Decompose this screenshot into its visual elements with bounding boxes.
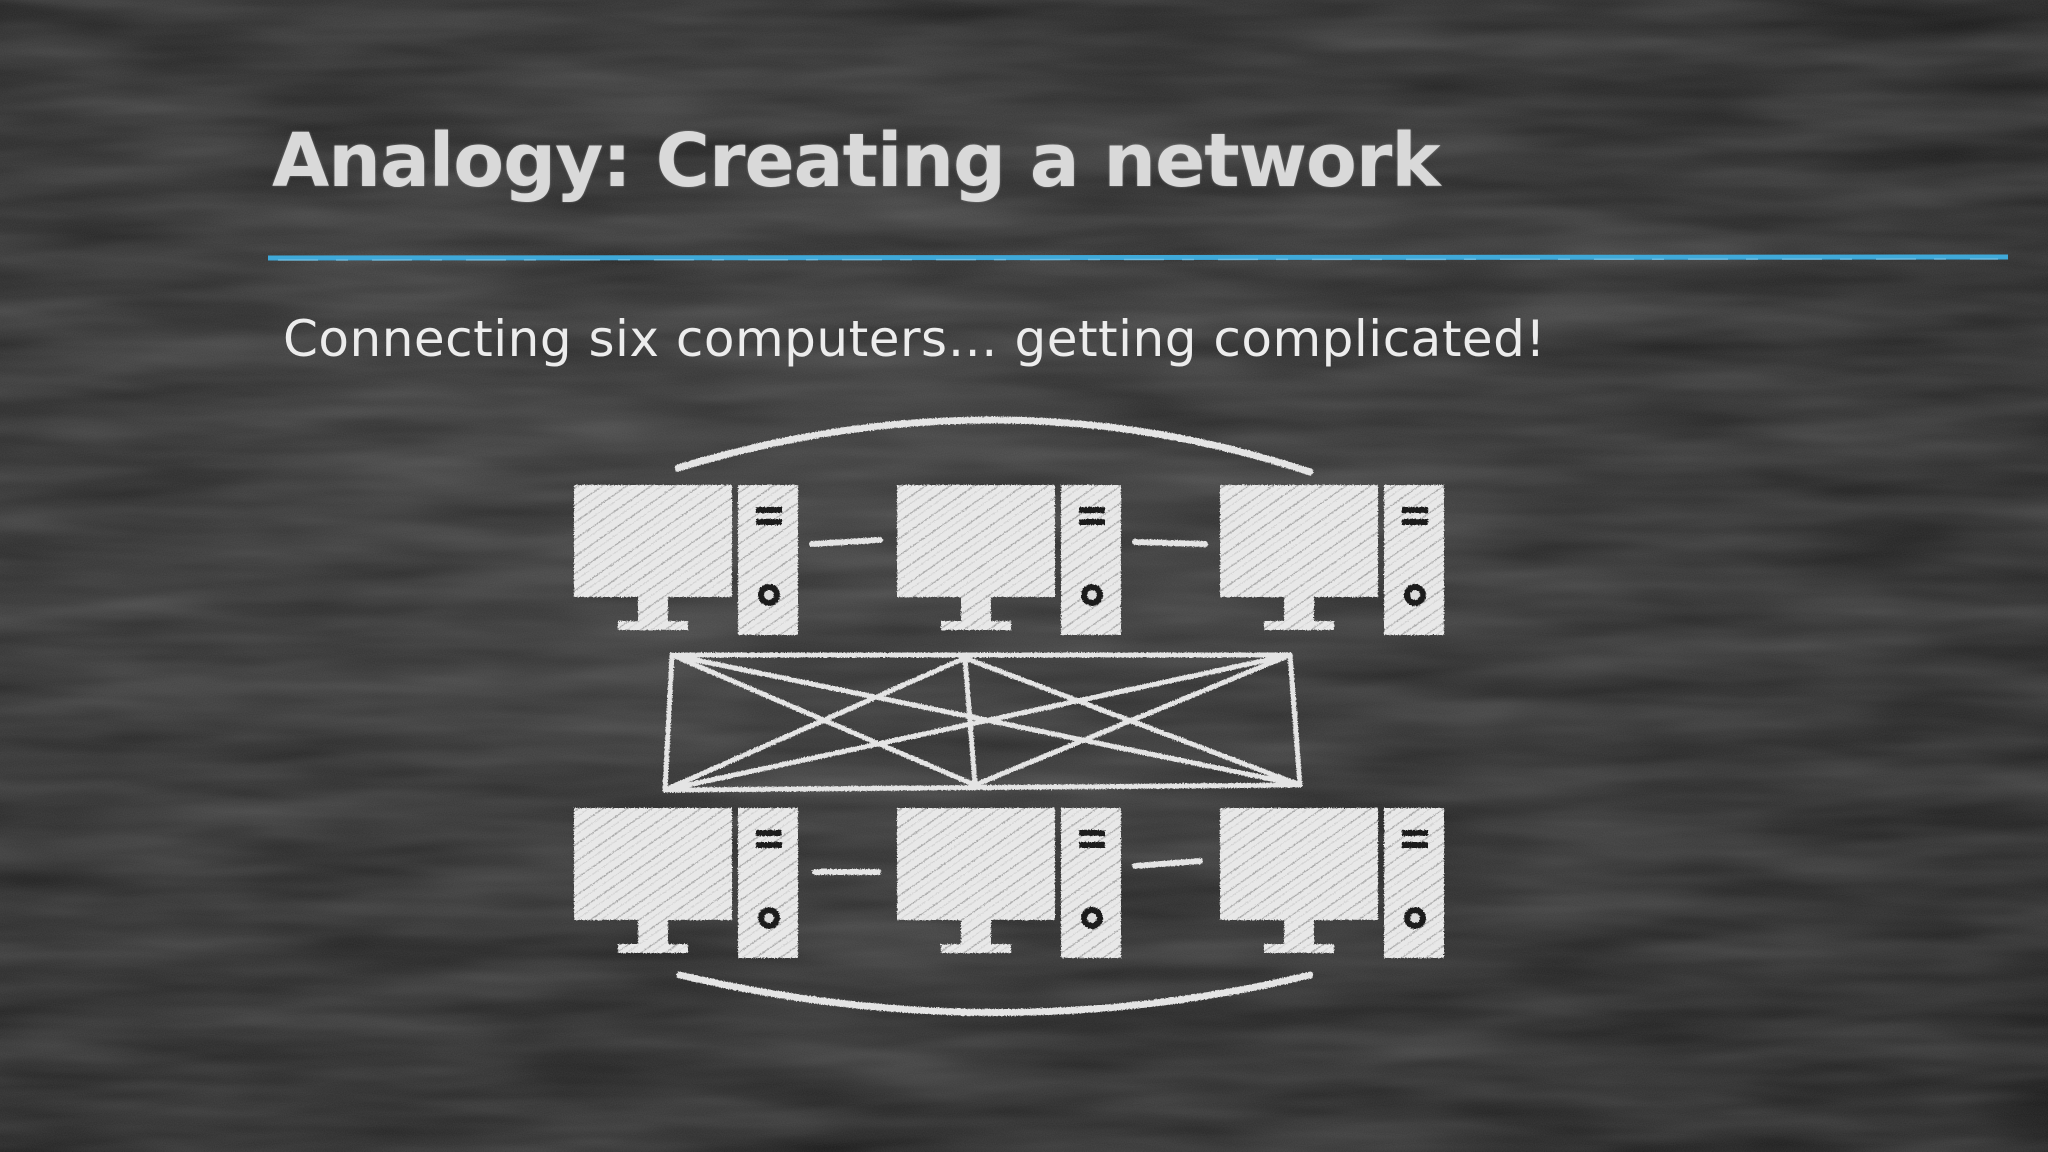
computer-icon-bottom-left [574,808,798,958]
computer-icon-top-right [1220,485,1444,635]
computer-icon-top-middle [897,485,1121,635]
link-top-left-middle [809,537,883,547]
slide-subtitle: Connecting six computers… getting compli… [283,310,1546,368]
slide-title: Analogy: Creating a network [272,118,1441,204]
title-underline [268,254,2008,261]
computer-icon-bottom-right [1220,808,1444,958]
computer-icon-top-left [574,485,798,635]
link-bottom-middle-right [1132,858,1203,869]
link-top-arc [674,416,1314,476]
link-bottom-arc [676,971,1314,1016]
link-top-middle-right [1132,539,1208,547]
computer-icon-bottom-middle [897,808,1121,958]
